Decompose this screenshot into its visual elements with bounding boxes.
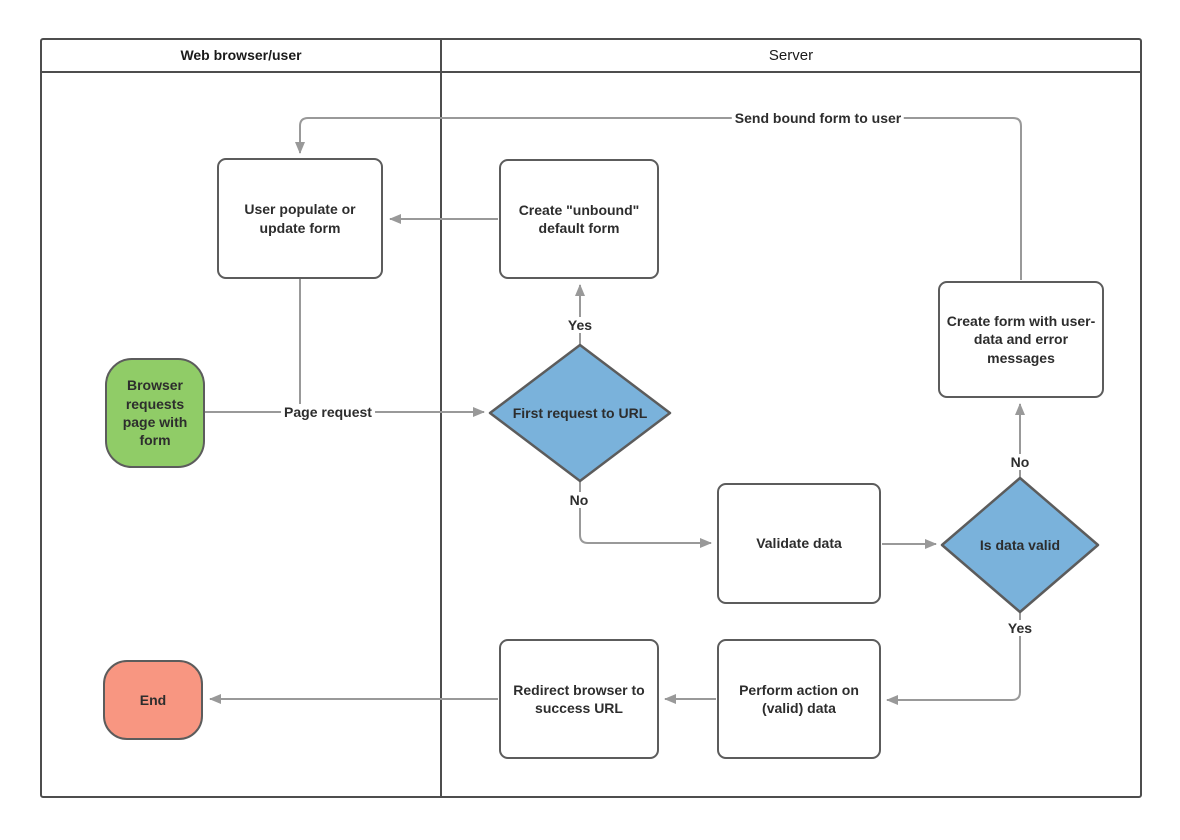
edge-send-bound-form [295, 117, 1022, 280]
edge-label-no-first: No [566, 492, 592, 508]
node-create-bound-form-label: Create form with user-data and error mes… [946, 312, 1096, 366]
node-end-label: End [139, 691, 167, 708]
node-end: End [103, 660, 203, 740]
decision-is-data-valid-shape [940, 476, 1100, 614]
edge-label-yes-valid: Yes [1004, 620, 1036, 636]
edge-label-yes-first: Yes [564, 317, 596, 333]
node-create-unbound-label: Create "unbound" default form [518, 201, 640, 236]
edge-label-no-valid: No [1007, 454, 1033, 470]
node-start-label: Browser requests page with form [122, 377, 188, 449]
node-start: Browser requests page with form [105, 358, 205, 468]
node-create-bound-form: Create form with user-data and error mes… [938, 281, 1104, 398]
node-user-populate: User populate or update form [217, 158, 383, 279]
node-first-request-label: First request to URL [512, 404, 648, 421]
node-validate-data: Validate data [717, 483, 881, 604]
node-redirect-browser: Redirect browser to success URL [499, 639, 659, 759]
pool-header [42, 40, 1140, 73]
node-create-unbound: Create "unbound" default form [499, 159, 659, 279]
lane-title-server: Server [768, 47, 814, 64]
edge-is-valid-yes [886, 613, 1021, 705]
node-is-data-valid-label: Is data valid [979, 536, 1061, 553]
decision-first-request-shape [488, 343, 672, 483]
node-validate-data-label: Validate data [756, 535, 842, 552]
node-redirect-browser-label: Redirect browser to success URL [513, 681, 645, 716]
edge-label-send-bound-form: Send bound form to user [731, 110, 905, 126]
edge-label-page-request: Page request [281, 404, 375, 420]
edge-first-request-no [579, 479, 712, 548]
node-perform-action-label: Perform action on (valid) data [739, 681, 859, 716]
node-user-populate-label: User populate or update form [244, 201, 356, 236]
lane-title-web-browser-user: Web browser/user [180, 47, 302, 63]
lane-divider [440, 40, 442, 796]
node-perform-action: Perform action on (valid) data [717, 639, 881, 759]
